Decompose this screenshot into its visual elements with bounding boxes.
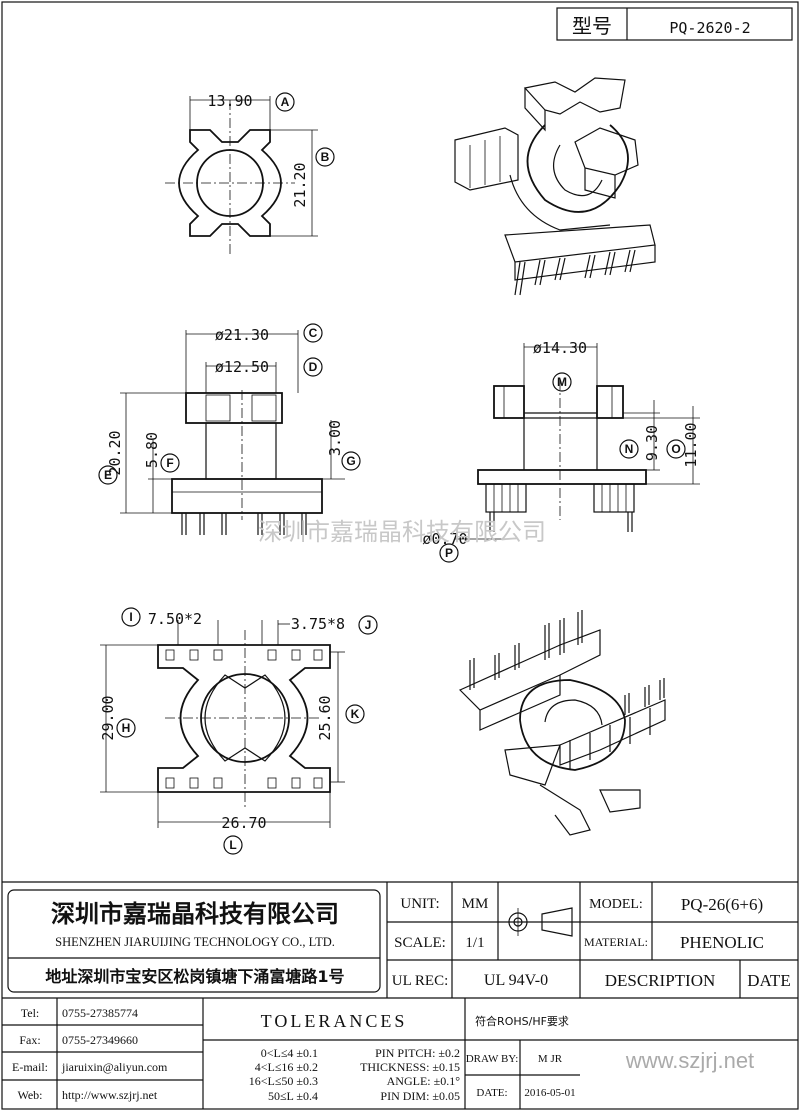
dim-top-height: 21.20	[291, 162, 309, 207]
dim-top-width: 13.90	[207, 92, 252, 110]
title-block: 深圳市嘉瑞晶科技有限公司 SHENZHEN JIARUIJING TECHNOL…	[2, 881, 798, 1109]
material-label: MATERIAL:	[584, 935, 648, 949]
dim-side-total-height: 20.20	[106, 430, 124, 475]
tol-spec-3: ANGLE: ±0.1°	[387, 1074, 461, 1088]
marker-g: G	[346, 454, 355, 468]
dim-front-total-height: 11.00	[682, 422, 700, 467]
dim-bottom-width: 26.70	[221, 814, 266, 832]
watermark: 深圳市嘉瑞晶科技有限公司	[258, 518, 546, 546]
company-name-en: SHENZHEN JIARUIJING TECHNOLOGY CO., LTD.	[55, 935, 335, 949]
scale-label: SCALE:	[394, 935, 446, 951]
model-value: PQ-26(6+6)	[681, 895, 763, 914]
marker-h: H	[122, 721, 131, 735]
web-value[interactable]: http://www.szjrj.net	[62, 1088, 158, 1102]
web-label: Web:	[17, 1088, 42, 1102]
marker-l: L	[229, 838, 236, 852]
marker-j: J	[365, 618, 372, 632]
ul-value: UL 94V-0	[484, 972, 548, 989]
marker-a: A	[281, 95, 290, 109]
material-value: PHENOLIC	[680, 933, 764, 952]
tol-spec-4: PIN DIM: ±0.05	[380, 1089, 460, 1103]
tol-range-3: 16<L≤50 ±0.3	[249, 1074, 318, 1088]
front-view: ø14.30 9.30 11.00 ø0.70	[422, 339, 700, 548]
draw-by-label: DRAW BY:	[466, 1053, 519, 1065]
tolerances-title: TOLERANCES	[261, 1011, 408, 1031]
rohs-note: 符合ROHS/HF要求	[475, 1014, 569, 1028]
marker-d: D	[309, 360, 318, 374]
header-model-label: 型号	[572, 14, 612, 38]
website-big[interactable]: www.szjrj.net	[625, 1048, 754, 1073]
dim-bottom-height: 29.00	[99, 695, 117, 740]
projection-symbol-icon	[504, 907, 576, 937]
company-name-cn: 深圳市嘉瑞晶科技有限公司	[51, 900, 339, 928]
header-model-value: PQ-2620-2	[669, 19, 750, 37]
dim-side-pin-height: 3.00	[326, 420, 344, 456]
marker-k: K	[351, 707, 360, 721]
dim-side-body-height: 5.80	[143, 432, 161, 468]
ul-label: UL REC:	[392, 973, 449, 989]
unit-value: MM	[462, 896, 489, 912]
side-view: ø21.30 ø12.50 20.20 5.80 3.00	[106, 326, 345, 535]
marker-p: P	[445, 546, 453, 560]
tol-spec-2: THICKNESS: ±0.15	[360, 1060, 460, 1074]
fax-label: Fax:	[19, 1033, 40, 1047]
tel-label: Tel:	[21, 1006, 40, 1020]
dim-pin-dia: ø0.70	[422, 530, 467, 548]
tol-range-1: 0<L≤4 ±0.1	[261, 1046, 318, 1060]
marker-e: E	[104, 468, 112, 482]
unit-label: UNIT:	[400, 896, 439, 912]
scale-value: 1/1	[465, 935, 484, 951]
dim-side-inner-dia: ø12.50	[215, 358, 269, 376]
tol-range-4: 50≤L ±0.4	[268, 1089, 318, 1103]
date-field-value: 2016-05-01	[524, 1087, 575, 1099]
header-model-box: 型号 PQ-2620-2	[556, 7, 793, 41]
company-panel	[7, 889, 381, 993]
marker-m: M	[557, 375, 567, 389]
dim-pitch-large: 7.50*2	[148, 610, 202, 628]
iso-view-top	[454, 77, 656, 296]
markers: A B C D E F G M N O P I J H K L	[98, 92, 686, 855]
tel-value: 0755-27385774	[62, 1006, 138, 1020]
marker-c: C	[309, 326, 318, 340]
description-label: DESCRIPTION	[605, 971, 716, 990]
dim-front-dia: ø14.30	[533, 339, 587, 357]
dim-front-inner-height: 9.30	[643, 425, 661, 461]
email-value[interactable]: jiaruixin@aliyun.com	[61, 1060, 168, 1074]
dim-pitch-small: 3.75*8	[291, 615, 345, 633]
company-address: 地址深圳市宝安区松岗镇塘下涌富塘路1号	[45, 967, 344, 986]
marker-o: O	[671, 442, 680, 456]
draw-by-value: M JR	[538, 1053, 563, 1065]
iso-view-bottom	[458, 610, 666, 836]
date-label: DATE	[747, 971, 790, 990]
model-label: MODEL:	[589, 897, 643, 912]
marker-f: F	[166, 456, 173, 470]
marker-b: B	[321, 150, 330, 164]
tol-spec-1: PIN PITCH: ±0.2	[375, 1046, 460, 1060]
dim-side-outer-dia: ø21.30	[215, 326, 269, 344]
top-view: 13.90 21.20	[165, 92, 318, 255]
email-label: E-mail:	[12, 1060, 48, 1074]
bottom-view: 7.50*2 3.75*8 29.00 25.60 26.70	[99, 610, 345, 832]
dim-bottom-inner-height: 25.60	[316, 695, 334, 740]
marker-n: N	[625, 442, 634, 456]
tol-range-2: 4<L≤16 ±0.2	[255, 1060, 318, 1074]
fax-value: 0755-27349660	[62, 1033, 138, 1047]
date-field-label: DATE:	[476, 1087, 507, 1099]
marker-i: I	[129, 610, 132, 624]
